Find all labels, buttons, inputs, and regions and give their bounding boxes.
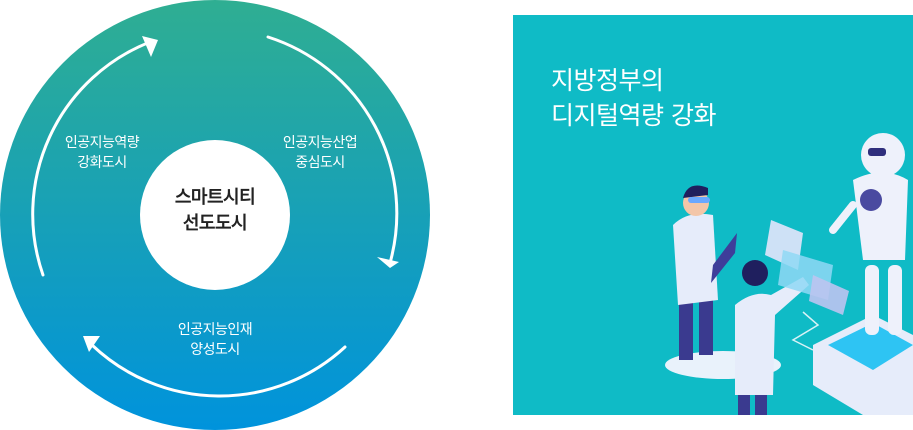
node-ai-capability: 인공지능역량 강화도시 (22, 133, 182, 173)
ai-robot-scientists-illustration (665, 133, 913, 415)
inner-circle (140, 140, 290, 290)
cycle-arrow-left (31, 40, 152, 277)
node-ai-industry: 인공지능산업 중심도시 (240, 133, 400, 173)
node-line2: 양성도시 (190, 342, 240, 358)
arrowhead-icon (377, 257, 399, 268)
cycle-diagram (0, 0, 430, 430)
cycle-arrow-right (266, 35, 399, 265)
center-line1: 스마트시티 (174, 187, 256, 208)
digital-capacity-panel: 지방정부의 디지털역량 강화 (513, 15, 913, 415)
panel-title: 지방정부의 디지털역량 강화 (551, 63, 716, 133)
arrowhead-icon (83, 336, 100, 352)
panel-title-line1: 지방정부의 (551, 66, 664, 95)
node-line2: 중심도시 (295, 155, 345, 171)
node-line2: 강화도시 (77, 155, 127, 171)
node-line1: 인공지능인재 (177, 322, 253, 338)
node-ai-talent: 인공지능인재 양성도시 (135, 320, 295, 360)
node-line1: 인공지능산업 (282, 135, 358, 151)
node-line1: 인공지능역량 (64, 135, 140, 151)
panel-title-line2: 디지털역량 강화 (551, 101, 716, 130)
center-label: 스마트시티 선도도시 (140, 185, 290, 237)
cycle-arrow-bottom (90, 343, 347, 398)
center-line2: 선도도시 (182, 213, 248, 234)
arrowhead-icon (142, 36, 158, 57)
